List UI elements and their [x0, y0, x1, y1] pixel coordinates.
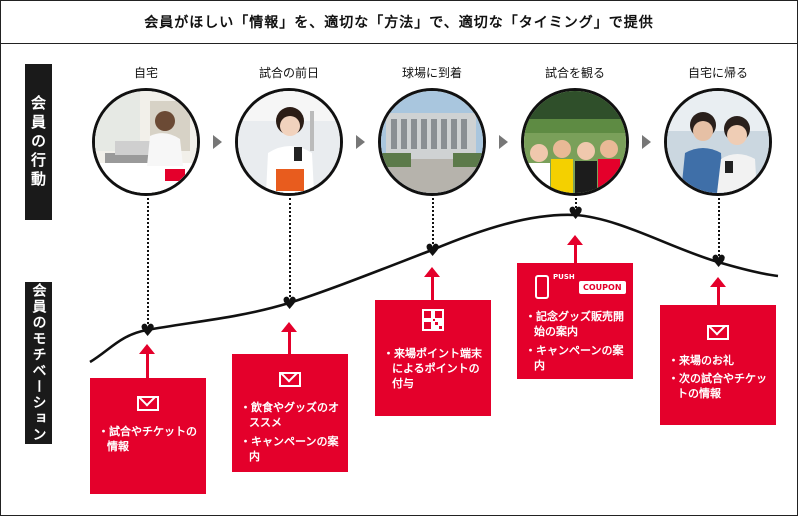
step-label-stadium: 球場に到着	[401, 66, 462, 80]
heart-icon: ♥	[425, 241, 441, 261]
info-item: ・試合やチケットの情報	[98, 425, 197, 453]
info-item: ・来場のお礼	[668, 354, 734, 367]
arrow-up-icon	[139, 344, 155, 354]
arrow-up-icon	[710, 277, 726, 287]
heart-icon: ♥	[140, 321, 156, 341]
arrow-up-icon	[281, 322, 297, 332]
info-box-day-before: ・飲食やグッズのオススメ ・キャンペーンの案内	[232, 354, 348, 472]
step-label-day-before: 試合の前日	[258, 66, 319, 80]
arrow-stem	[574, 243, 577, 263]
stadium-photo	[378, 88, 486, 196]
heart-icon: ♥	[711, 252, 727, 272]
connector-line	[289, 198, 291, 297]
heart-icon: ♥	[282, 294, 298, 314]
phone-icon	[535, 275, 549, 299]
info-item: ・キャンペーンの案内	[525, 344, 624, 372]
step-label-watching: 試合を観る	[544, 66, 605, 80]
diagram-title: 会員がほしい「情報」を、適切な「方法」で、適切な「タイミング」で提供	[0, 0, 798, 44]
arrow-up-icon	[567, 235, 583, 245]
arrow-stem	[288, 330, 291, 354]
info-item: ・キャンペーンの案内	[240, 435, 339, 463]
info-box-stadium: ・来場ポイント端末によるポイントの付与	[375, 300, 491, 416]
connector-line	[575, 198, 577, 208]
connector-line	[718, 198, 720, 256]
arrow-stem	[431, 275, 434, 300]
return-home-photo	[664, 88, 772, 196]
mail-icon	[137, 396, 159, 411]
arrow-stem	[146, 352, 149, 378]
coupon-badge: COUPON	[579, 281, 626, 294]
home-photo	[92, 88, 200, 196]
row-label-motivation: 会員のモチベーション	[25, 282, 52, 444]
arrow-stem	[717, 285, 720, 305]
mail-icon	[707, 325, 729, 340]
mail-icon	[279, 372, 301, 387]
connector-line	[432, 198, 434, 244]
info-box-return-home: ・来場のお礼 ・次の試合やチケットの情報	[660, 305, 776, 425]
info-item: ・飲食やグッズのオススメ	[240, 401, 339, 429]
qr-code-icon	[422, 309, 444, 331]
info-box-watching: PUSH COUPON ・記念グッズ販売開始の案内 ・キャンペーンの案内	[517, 263, 633, 379]
connector-line	[147, 198, 149, 324]
info-item: ・記念グッズ販売開始の案内	[525, 310, 624, 338]
row-label-action: 会員の行動	[25, 64, 52, 220]
push-label: PUSH	[553, 273, 575, 281]
step-label-return-home: 自宅に帰る	[687, 66, 748, 80]
info-box-home: ・試合やチケットの情報	[90, 378, 206, 494]
info-item: ・来場ポイント端末によるポイントの付与	[383, 347, 482, 390]
flow-arrow-icon	[499, 135, 508, 149]
flow-arrow-icon	[213, 135, 222, 149]
info-item: ・次の試合やチケットの情報	[668, 372, 767, 400]
flow-arrow-icon	[642, 135, 651, 149]
flow-arrow-icon	[356, 135, 365, 149]
row-label-motivation-text: 会員のモチベーション	[30, 283, 47, 443]
heart-icon: ♥	[568, 204, 584, 224]
row-label-action-text: 会員の行動	[29, 94, 47, 190]
arrow-up-icon	[424, 267, 440, 277]
step-label-home: 自宅	[133, 66, 158, 80]
